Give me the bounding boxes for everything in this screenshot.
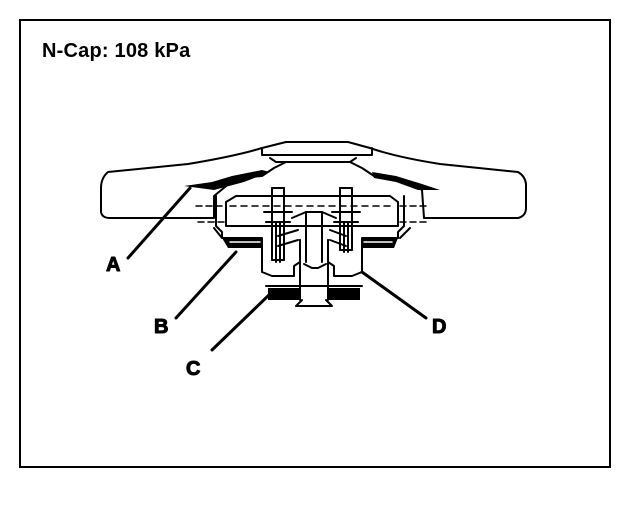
label-c: C bbox=[186, 358, 200, 380]
cap-body bbox=[195, 195, 427, 307]
gasket-a bbox=[184, 170, 440, 190]
label-a: A bbox=[106, 254, 120, 276]
diagram-frame bbox=[19, 19, 611, 468]
diagram-title: N-Cap: 108 kPa bbox=[42, 40, 191, 62]
spring-posts bbox=[263, 187, 361, 263]
leader-lines bbox=[126, 186, 428, 352]
label-b: B bbox=[154, 316, 168, 338]
valve-seal-c bbox=[265, 285, 363, 300]
label-d: D bbox=[432, 316, 446, 338]
gasket-b bbox=[222, 238, 398, 248]
cap-shell bbox=[100, 141, 527, 219]
